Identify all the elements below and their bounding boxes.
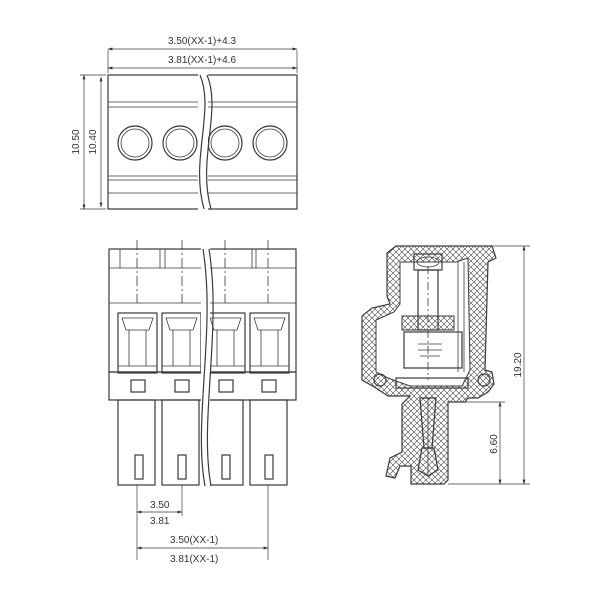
pin-tip	[221, 454, 231, 480]
terminal-hole	[162, 125, 198, 161]
pin-tip	[177, 454, 187, 480]
dim-pitch-a: 3.50	[150, 500, 170, 511]
break-line	[198, 74, 206, 210]
dim-span-b: 3.81(XX-1)	[170, 554, 218, 565]
latch-windows	[130, 379, 277, 393]
clamp-body	[403, 331, 463, 369]
terminal-hole	[117, 125, 153, 161]
dim-span-a: 3.50(XX-1)	[170, 535, 218, 546]
dim-side-height: 19.20	[513, 352, 524, 377]
latch-pin	[373, 373, 387, 387]
latch-pin	[477, 373, 491, 387]
break-line	[205, 74, 213, 210]
pin-tip	[134, 454, 144, 480]
dim-pin-length: 6.60	[489, 434, 500, 454]
side-section-view: 19.20 6.60	[361, 245, 530, 485]
pin-centerlines	[136, 240, 269, 303]
break-line	[200, 248, 208, 487]
dim-top-height-b: 10.40	[88, 129, 99, 154]
pin-tip	[264, 454, 274, 480]
top-view: 3.50(XX-1)+4.3 3.81(XX-1)+4.6 10.50 10.4…	[71, 36, 298, 212]
dim-top-width-b: 3.81(XX-1)+4.6	[168, 55, 237, 66]
terminal-hole	[207, 125, 243, 161]
front-view: 3.50 3.81 3.50(XX-1) 3.81(XX-1)	[108, 240, 297, 565]
dim-top-width-a: 3.50(XX-1)+4.3	[168, 36, 237, 47]
dim-pitch-b: 3.81	[150, 516, 170, 527]
terminal-hole	[252, 125, 288, 161]
terminal-holes	[117, 125, 288, 161]
break-line	[206, 248, 214, 487]
wire-clamp	[401, 315, 455, 331]
top-slots	[119, 249, 257, 268]
dim-top-height-a: 10.50	[71, 129, 82, 154]
